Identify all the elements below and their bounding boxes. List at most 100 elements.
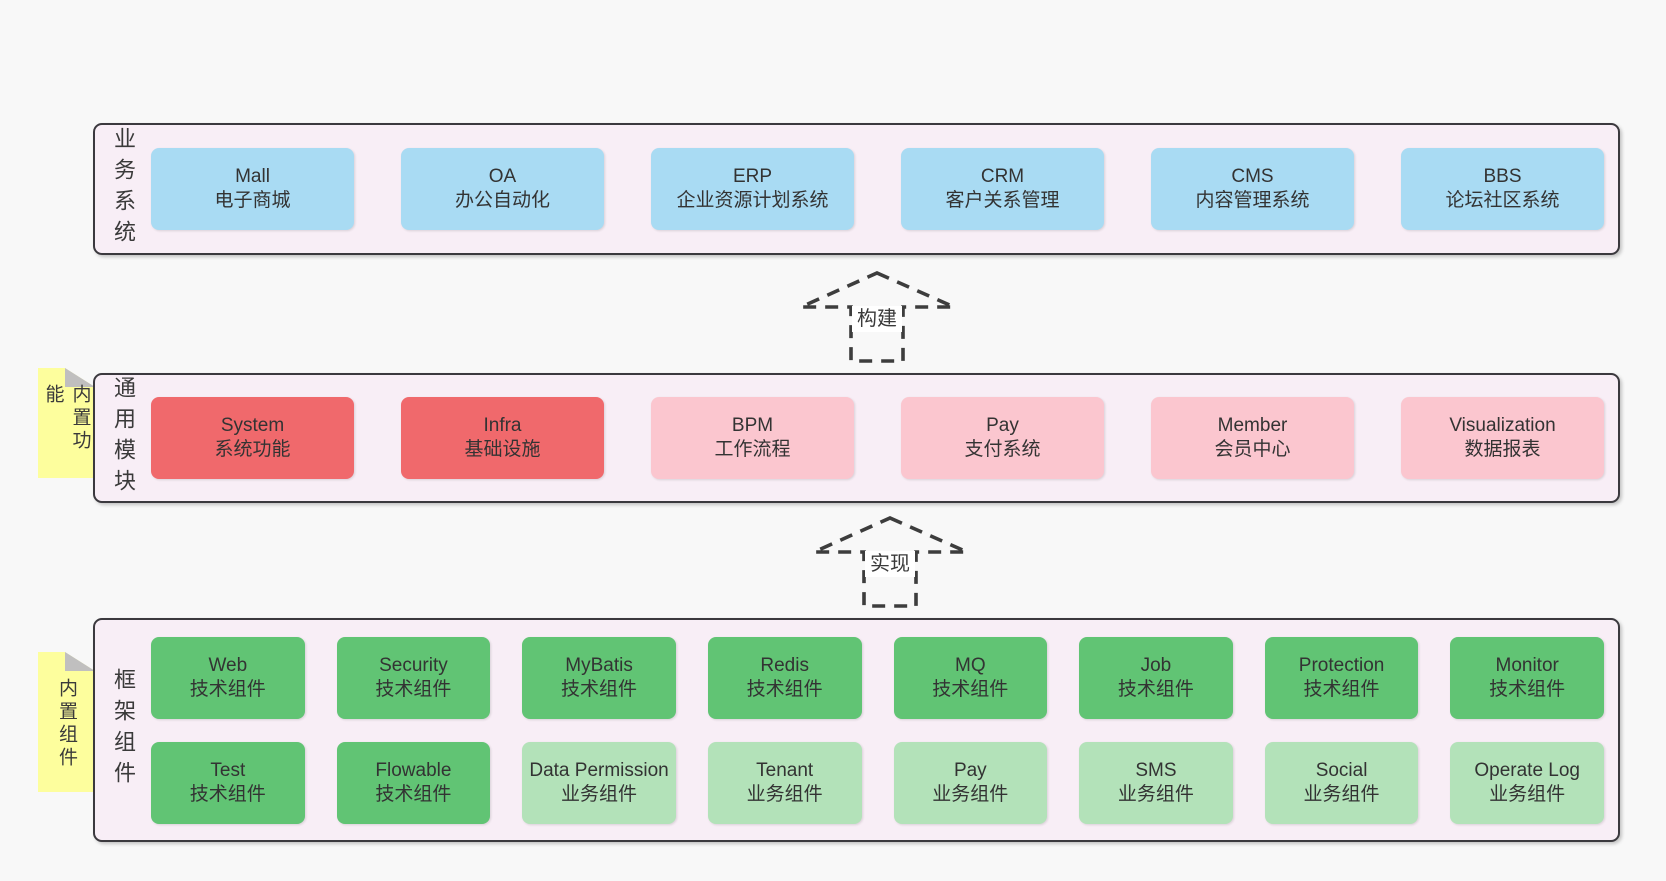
module-name-en: Mall (235, 166, 270, 187)
module-box-mall: Mall 电子商城 (151, 148, 354, 230)
module-name-zh: 技术组件 (561, 678, 638, 700)
module-name-zh: 业务组件 (932, 783, 1009, 805)
module-name-en: OA (488, 166, 517, 187)
module-name-en: Security (379, 654, 448, 676)
module-name-zh: 企业资源计划系统 (676, 190, 829, 211)
module-name-zh: 技术组件 (375, 678, 452, 700)
sticky-note-built-in-components (38, 652, 95, 792)
layer-content-business-systems: Mall 电子商城 OA 办公自动化 ERP 企业资源计划系统 CRM 客户关系管理 CMS 内容… (151, 125, 1618, 253)
note-fold-corner-icon (65, 652, 95, 671)
module-name-en: Tenant (756, 759, 814, 781)
arrow-implement: 实现 (813, 516, 968, 608)
sticky-note-body (38, 652, 95, 792)
module-name-zh: 客户关系管理 (945, 190, 1060, 211)
layer-label-business-systems: 业务系统 (111, 127, 136, 251)
module-name-zh: 论坛社区系统 (1445, 190, 1560, 211)
note-label-built-in-features: 内置功能 (42, 384, 91, 453)
module-box-member: Member 会员中心 (1151, 397, 1354, 479)
module-name-zh: 数据报表 (1464, 439, 1541, 460)
arrow-label-background (852, 306, 902, 332)
module-name-en: Member (1217, 415, 1288, 436)
module-name-en: Social (1315, 759, 1368, 781)
module-name-en: ERP (732, 166, 773, 187)
module-name-zh: 技术组件 (1117, 678, 1194, 700)
module-name-en: Flowable (375, 759, 452, 781)
module-name-zh: 业务组件 (561, 783, 638, 805)
module-name-en: Test (210, 759, 246, 781)
module-name-en: CRM (980, 166, 1025, 187)
module-name-zh: 技术组件 (746, 678, 823, 700)
module-name-zh: 基础设施 (464, 439, 541, 460)
module-box-cms: CMS 内容管理系统 (1151, 148, 1354, 230)
arrow-build: 构建 (800, 271, 955, 363)
module-name-en: SMS (1135, 759, 1177, 781)
module-name-en: BPM (731, 415, 774, 436)
module-name-en: Job (1140, 654, 1172, 676)
module-name-zh: 会员中心 (1214, 439, 1291, 460)
module-name-zh: 业务组件 (1303, 783, 1380, 805)
module-name-zh: 支付系统 (964, 439, 1041, 460)
module-name-zh: 电子商城 (214, 190, 291, 211)
module-name-en: Redis (760, 654, 809, 676)
sticky-note-built-in-features (38, 368, 95, 478)
module-box-bbs: BBS 论坛社区系统 (1401, 148, 1604, 230)
layer-business-systems: 业务系统 Mall 电子商城 OA 办公自动化 ERP 企业资源计划系统 CRM 客户关系管理… (93, 123, 1620, 255)
module-name-en: Web (208, 654, 248, 676)
module-name-zh: 技术组件 (1303, 678, 1380, 700)
module-name-zh: 技术组件 (189, 678, 266, 700)
module-name-en: Monitor (1495, 654, 1559, 676)
module-name-en: System (220, 415, 285, 436)
module-name-en: Pay (986, 415, 1019, 436)
module-name-en: MQ (955, 654, 986, 676)
module-name-zh: 技术组件 (375, 783, 452, 805)
layer-label-framework-components: 框架组件 (111, 668, 136, 792)
module-name-en: Data Permission (529, 759, 669, 781)
arrow-implement-label: 实现 (870, 552, 910, 575)
box-row: Mall 电子商城 OA 办公自动化 ERP 企业资源计划系统 CRM 客户关系管理 CMS 内容… (151, 148, 1604, 230)
module-name-en: Pay (953, 759, 987, 781)
module-name-zh: 技术组件 (189, 783, 266, 805)
module-name-zh: 内容管理系统 (1195, 190, 1310, 211)
module-name-en: BBS (1483, 166, 1522, 187)
note-label-built-in-components: 内置组件 (56, 678, 77, 770)
layer-label-common-modules: 通用模块 (111, 376, 136, 500)
module-name-zh: 业务组件 (1117, 783, 1194, 805)
module-box-oa: OA 办公自动化 (401, 148, 604, 230)
module-name-zh: 技术组件 (932, 678, 1009, 700)
module-name-en: Protection (1298, 654, 1385, 676)
module-name-zh: 办公自动化 (454, 190, 550, 211)
module-name-en: CMS (1231, 166, 1274, 187)
sticky-note-body (38, 368, 95, 478)
module-name-zh: 业务组件 (746, 783, 823, 805)
note-fold-corner-icon (65, 368, 95, 387)
module-name-zh: 系统功能 (214, 439, 291, 460)
module-box-erp: ERP 企业资源计划系统 (651, 148, 854, 230)
module-box-crm: CRM 客户关系管理 (901, 148, 1104, 230)
arrow-build-label: 构建 (857, 307, 897, 330)
module-box-pay: Pay 支付系统 (901, 397, 1104, 479)
